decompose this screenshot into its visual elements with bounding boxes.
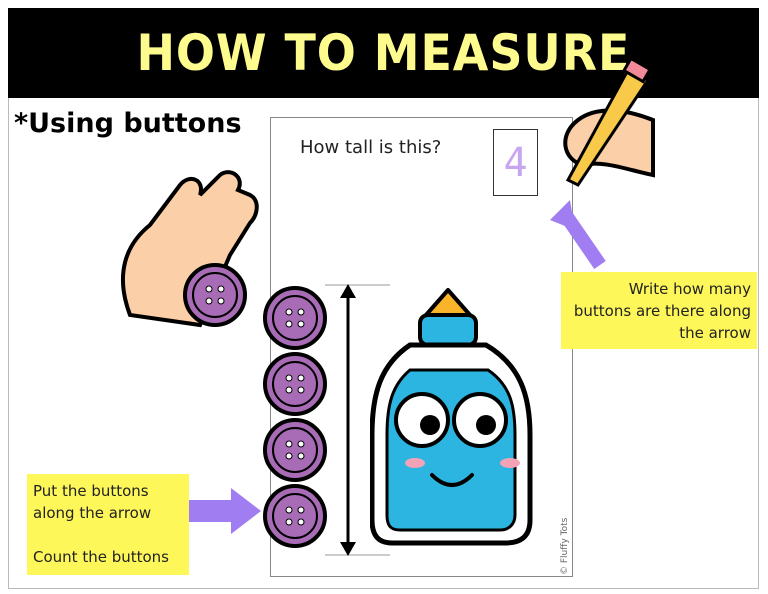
hand-writing-pencil-icon [563,60,655,187]
note-line: Put the buttons [33,482,149,500]
arrow-up-icon [550,200,606,269]
arrow-right-icon [183,488,261,534]
copyright: © Fluffy Tots [560,517,570,575]
button-1 [263,286,327,350]
instruction-note-count: Put the buttons along the arrow Count th… [27,474,189,575]
note-line: Write how many [628,280,751,298]
note-line: Count the buttons [33,548,169,566]
answer-box: 4 [493,129,538,196]
note-line: buttons are there along [573,302,751,320]
button-2 [263,352,327,416]
worksheet-question: How tall is this? [300,137,442,158]
instruction-note-write: Write how many buttons are there along t… [561,272,757,349]
button-4 [263,484,327,548]
measure-arrow-icon [325,284,390,556]
note-line: along the arrow [33,504,152,522]
note-spacer [33,524,183,546]
page-title: HOW TO MEASURE [136,24,631,82]
button-3 [263,418,327,482]
hand-holding-button-icon [121,170,259,328]
subtitle: *Using buttons [14,108,242,139]
glue-bottle-icon [370,288,533,546]
note-line: the arrow [679,324,751,342]
buttons-column [263,286,327,548]
